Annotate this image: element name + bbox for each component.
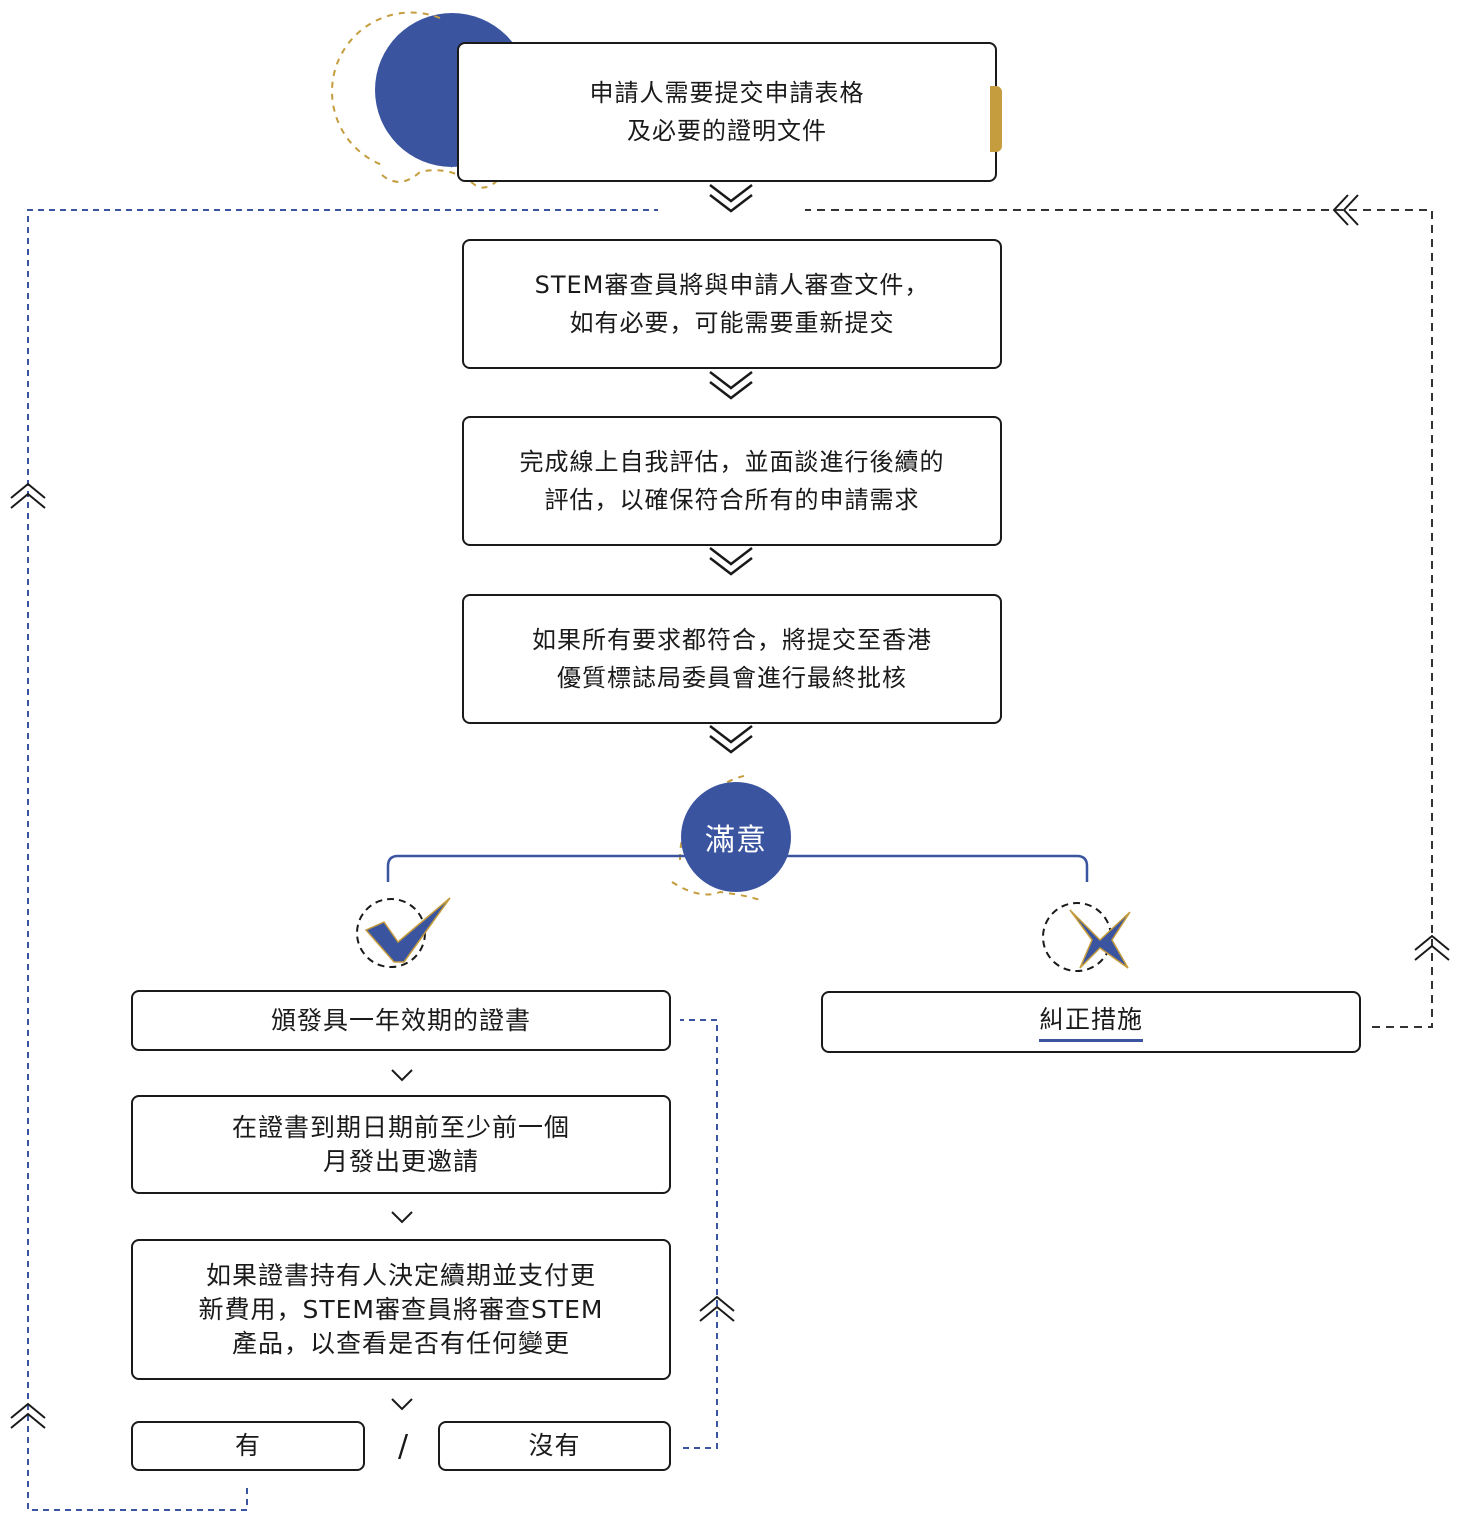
flow-chevron-4 <box>709 725 753 754</box>
step-assess-box: 完成線上自我評估，並面談進行後續的 評估，以確保符合所有的申請需求 <box>462 416 1002 546</box>
small-chevron-2 <box>391 1211 413 1224</box>
flow-chevron-2 <box>709 371 753 400</box>
up-chevron-inner <box>699 1295 735 1322</box>
small-chevron-3 <box>391 1398 413 1411</box>
gold-accent-tab <box>990 86 1002 152</box>
step-review-box: STEM審查員將與申請人審查文件， 如有必要，可能需要重新提交 <box>462 239 1002 369</box>
cross-icon <box>1042 902 1131 972</box>
step-assess-text: 完成線上自我評估，並面談進行後續的 評估，以確保符合所有的申請需求 <box>519 448 945 514</box>
flow-chevron-1 <box>709 184 753 213</box>
renew-loop <box>680 1019 718 1449</box>
no-change-text: 沒有 <box>528 1431 581 1460</box>
renewal-invite-text: 在證書到期日期前至少前一個 月發出更邀請 <box>231 1112 570 1176</box>
decision-satisfied-circle: 滿意 <box>681 782 791 892</box>
renewal-invite-box: 在證書到期日期前至少前一個 月發出更邀請 <box>131 1095 671 1194</box>
corrective-box: 糾正措施 <box>821 991 1361 1053</box>
step-review-text: STEM審查員將與申請人審查文件， 如有必要，可能需要重新提交 <box>534 271 930 337</box>
check-icon <box>356 897 451 968</box>
flow-chevron-3 <box>709 547 753 576</box>
step-approve-text: 如果所有要求都符合，將提交至香港 優質標誌局委員會進行最終批核 <box>532 626 932 692</box>
step-submit-box: 申請人需要提交申請表格 及必要的證明文件 <box>457 42 997 182</box>
resubmit-loop-left <box>27 209 658 1511</box>
corrective-text: 糾正措施 <box>1038 1003 1143 1042</box>
renewal-review-text: 如果證書持有人決定續期並支付更 新費用，STEM審查員將審查STEM 產品，以查… <box>198 1260 604 1358</box>
certificate-text: 頒發具一年效期的證書 <box>270 1005 531 1035</box>
up-chevron-right <box>1414 934 1450 961</box>
has-change-text: 有 <box>234 1431 261 1460</box>
step-submit-text: 申請人需要提交申請表格 及必要的證明文件 <box>589 79 865 145</box>
small-chevron-1 <box>391 1069 413 1082</box>
up-chevron-left-2 <box>10 1402 46 1429</box>
decision-label: 滿意 <box>705 823 767 858</box>
certificate-box: 頒發具一年效期的證書 <box>131 990 671 1051</box>
corrective-loop-right <box>805 209 1433 1028</box>
decision-circle-decor <box>671 774 761 901</box>
option-separator: / <box>397 1428 409 1464</box>
renewal-review-box: 如果證書持有人決定續期並支付更 新費用，STEM審查員將審查STEM 產品，以查… <box>131 1239 671 1380</box>
step-approve-box: 如果所有要求都符合，將提交至香港 優質標誌局委員會進行最終批核 <box>462 594 1002 724</box>
left-chevron-right-top <box>1332 194 1359 226</box>
has-change-box: 有 <box>131 1421 365 1471</box>
up-chevron-left-1 <box>10 482 46 509</box>
no-change-box: 沒有 <box>438 1421 671 1471</box>
